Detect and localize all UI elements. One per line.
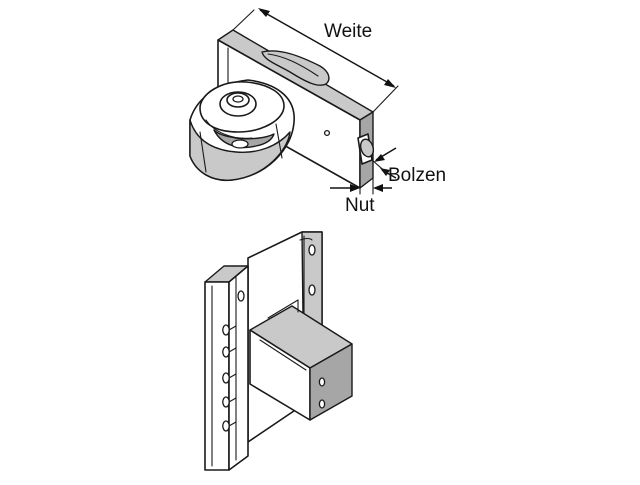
crossbeam bbox=[249, 299, 353, 421]
dimension-nut bbox=[330, 177, 392, 195]
label-nut: Nut bbox=[345, 195, 375, 216]
label-weite: Weite bbox=[324, 21, 373, 42]
label-bolzen: Bolzen bbox=[388, 165, 447, 186]
dimension-bolzen bbox=[371, 147, 397, 179]
coupling-body bbox=[189, 79, 295, 181]
frame-assembly bbox=[204, 231, 353, 471]
dimension-weite bbox=[232, 8, 399, 113]
bolt bbox=[357, 133, 375, 165]
coupling-assembly bbox=[189, 8, 399, 195]
release-lever bbox=[261, 50, 330, 86]
front-rail bbox=[204, 265, 249, 471]
